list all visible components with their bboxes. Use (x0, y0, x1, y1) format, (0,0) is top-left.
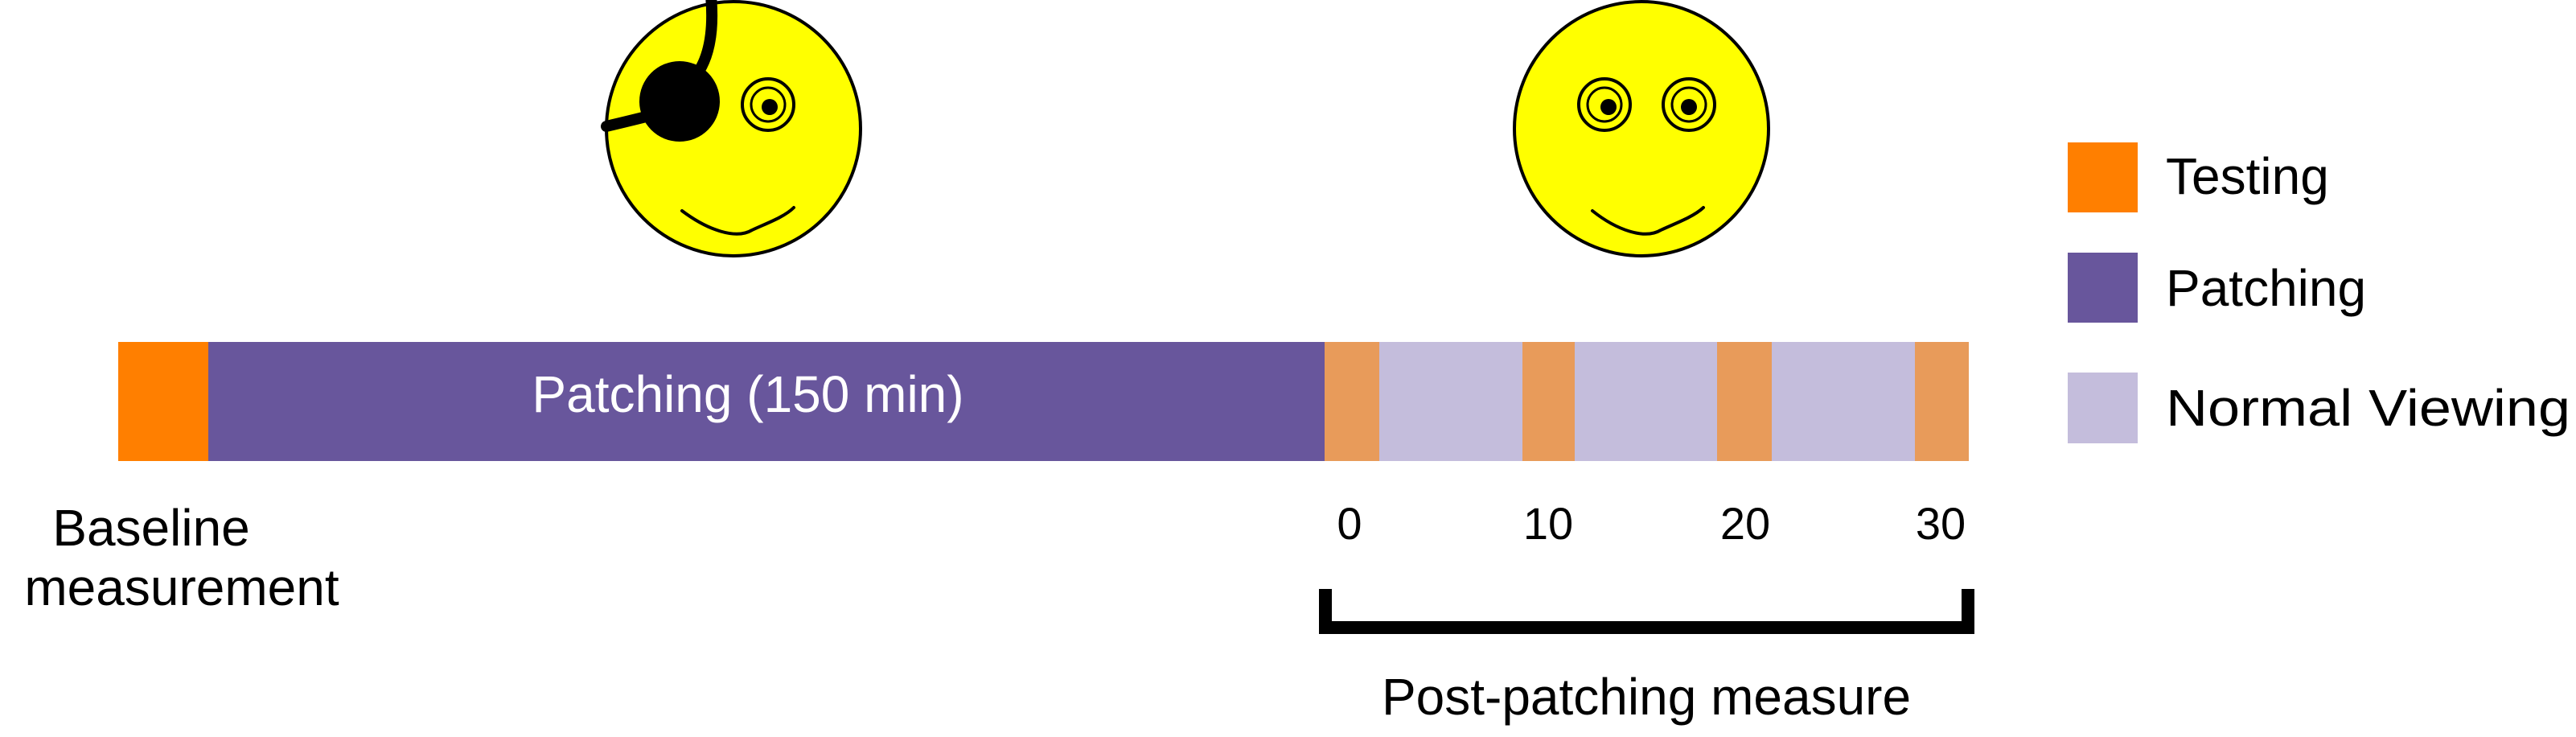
post-testing-segment-10 (1522, 342, 1575, 461)
patching-segment (208, 342, 1325, 461)
legend-swatch-testing (2068, 142, 2138, 212)
normal-viewing-segment-2 (1575, 342, 1717, 461)
normal-viewing-segment-3 (1772, 342, 1915, 461)
timeline-bar (118, 342, 1969, 461)
post-testing-segment-0 (1325, 342, 1379, 461)
post-patching-bracket (1319, 589, 1974, 634)
post-testing-segment-30 (1915, 342, 1969, 461)
post-patching-label: Post-patching measure (1382, 668, 1911, 726)
baseline-label-line1: Baseline (52, 499, 250, 557)
baseline-testing-segment (118, 342, 208, 461)
legend-swatch-normal-viewing (2068, 373, 2138, 443)
baseline-label-line2: measurement (24, 558, 339, 616)
legend-swatch-patching (2068, 253, 2138, 323)
tick-label-0: 0 (1337, 498, 1362, 549)
smiley-with-eyepatch-icon (601, 0, 862, 257)
smiley-face-icon (1513, 0, 1770, 257)
legend-label-patching: Patching (2166, 259, 2366, 317)
tick-label-10: 10 (1523, 498, 1573, 549)
normal-viewing-segment-1 (1379, 342, 1522, 461)
tick-label-20: 20 (1720, 498, 1770, 549)
legend-label-normal-viewing: Normal Viewing (2166, 379, 2570, 437)
tick-label-30: 30 (1916, 498, 1966, 549)
patching-bar-label: Patching (150 min) (532, 365, 963, 423)
legend-label-testing: Testing (2166, 147, 2329, 205)
post-testing-segment-20 (1717, 342, 1772, 461)
legend: Testing Patching Normal Viewing (2068, 142, 2570, 443)
